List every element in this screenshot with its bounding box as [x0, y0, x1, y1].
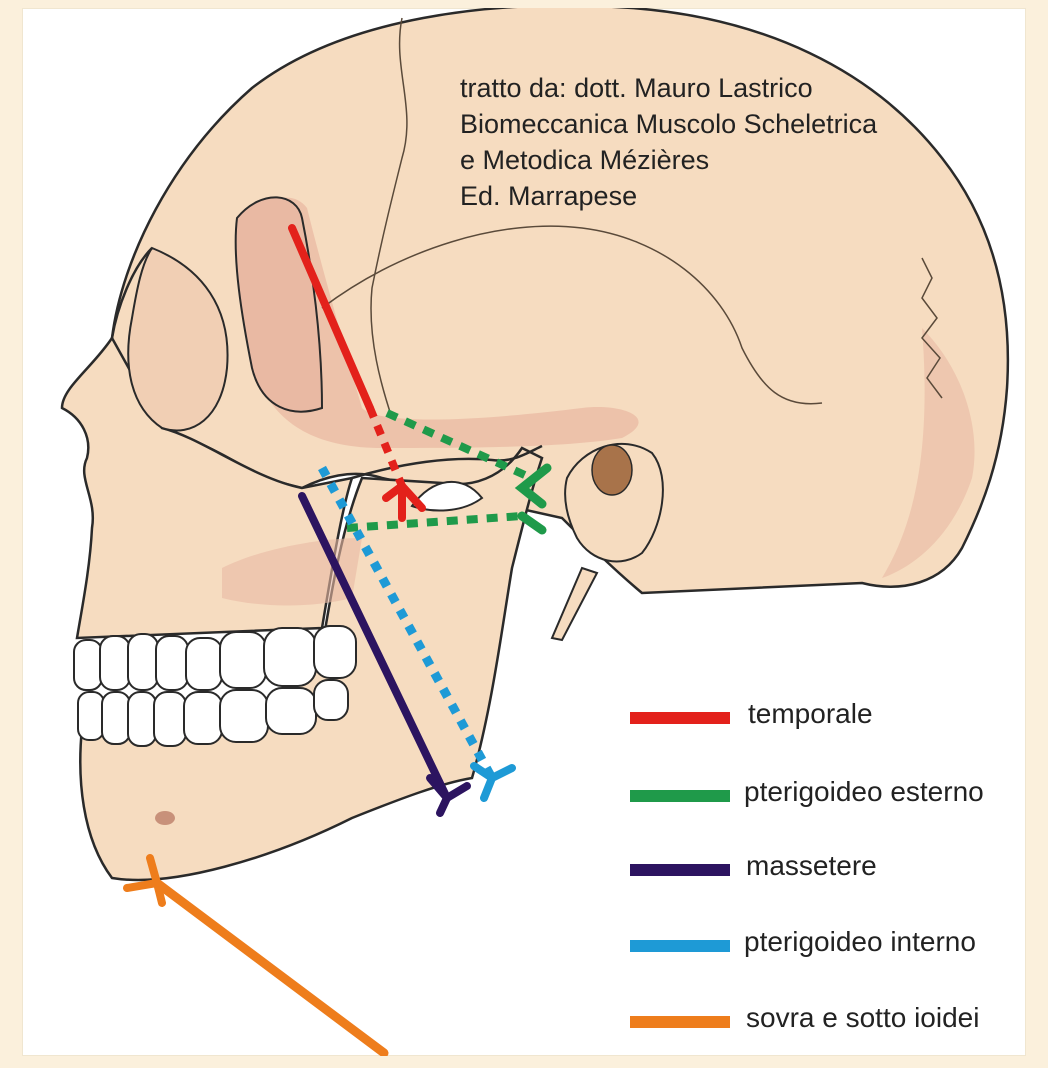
credit-line-2: Biomeccanica Muscolo Scheletrica	[460, 106, 877, 142]
legend-label-massetere: massetere	[746, 850, 877, 882]
sovra-sotto-ioidei-line	[127, 858, 384, 1053]
styloid-process	[552, 568, 597, 640]
legend-label-pterigoideo-esterno: pterigoideo esterno	[744, 776, 984, 808]
legend-label-pterigoideo-interno: pterigoideo interno	[744, 926, 976, 958]
legend-label-sovra-sotto-ioidei: sovra e sotto ioidei	[746, 1002, 979, 1034]
diagram-frame: tratto da: dott. Mauro Lastrico Biomecca…	[22, 8, 1026, 1056]
mental-foramen	[155, 811, 175, 825]
source-credit: tratto da: dott. Mauro Lastrico Biomecca…	[460, 70, 877, 214]
credit-line-3: e Metodica Mézières	[460, 142, 877, 178]
legend-swatch-temporale	[630, 712, 730, 724]
legend-swatch-sovra-sotto-ioidei	[630, 1016, 730, 1028]
ear-canal	[592, 445, 632, 495]
legend-swatch-pterigoideo-interno	[630, 940, 730, 952]
legend-swatch-massetere	[630, 864, 730, 876]
credit-line-4: Ed. Marrapese	[460, 178, 877, 214]
credit-line-1: tratto da: dott. Mauro Lastrico	[460, 70, 877, 106]
legend-label-temporale: temporale	[748, 698, 873, 730]
legend-swatch-pterigoideo-esterno	[630, 790, 730, 802]
